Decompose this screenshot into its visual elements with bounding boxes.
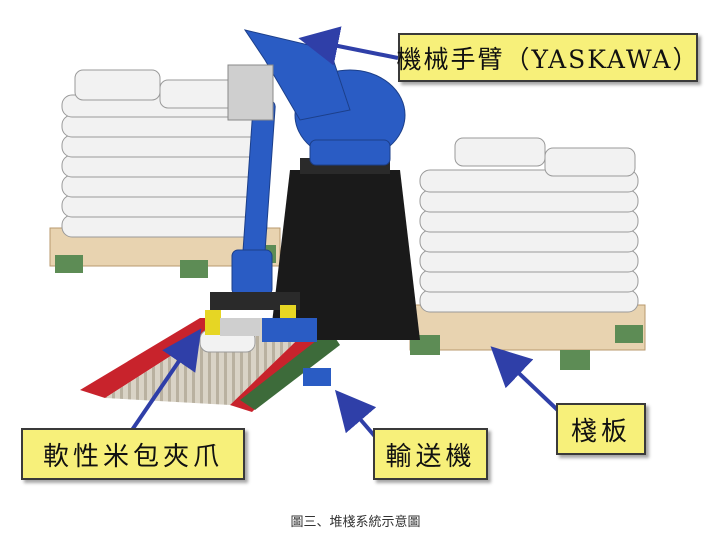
left-pallet-foot [180,260,208,278]
conveyor-motor [303,368,331,386]
robot-arm [227,29,406,296]
right-pallet-foot [560,350,590,370]
arrow-to-gripper [130,328,202,432]
pallet-label: 棧板 [556,403,646,455]
arrow-to-robot-arm [298,26,399,66]
gripper [205,292,317,342]
right-pallet-foot [615,325,643,343]
right-pallet-stack [409,137,646,370]
conveyor-green-base [240,330,340,410]
robot-arm-label: 機械手臂（YASKAWA） [397,33,698,82]
robot-controller-box [227,64,274,121]
gripper-label: 軟性米包夾爪 [21,428,245,480]
conveyor-label: 輸送機 [373,428,488,480]
left-pallet-stack [49,69,281,278]
left-pallet-foot [55,255,83,273]
arrow-to-pallet [490,346,568,420]
figure-caption: 圖三、堆棧系統示意圖 [290,515,421,530]
left-bag-stack [61,69,268,238]
right-bag-stack [419,137,639,313]
